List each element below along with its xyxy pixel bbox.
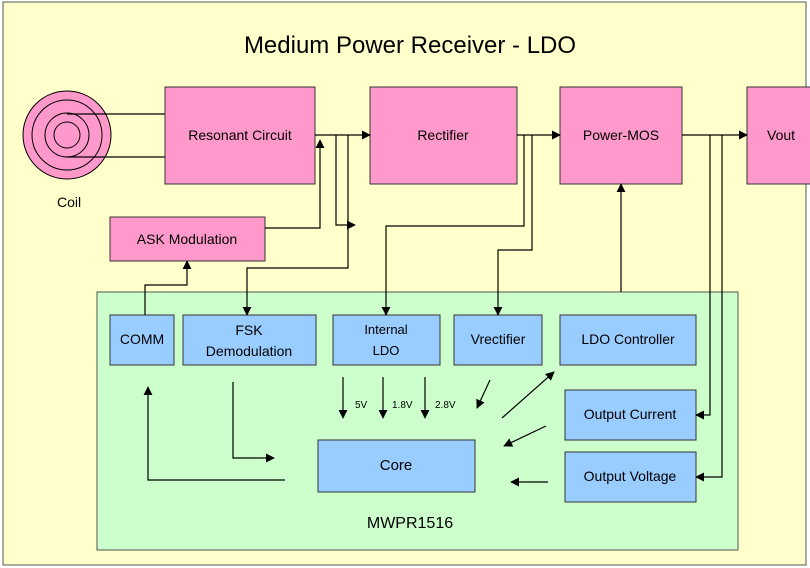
- output-voltage-block: Output Voltage: [564, 451, 697, 503]
- comm-block: COMM: [109, 314, 175, 366]
- svg-text:FSK: FSK: [235, 322, 263, 338]
- wire-ask-to-resonant: [265, 139, 325, 229]
- output-current-block: Output Current: [564, 389, 697, 441]
- wire-node-to-fsk: [242, 135, 349, 316]
- wire-fsk-to-core: [232, 382, 275, 463]
- rectifier-block: Rectifier: [369, 86, 518, 185]
- wire-rectifier-to-vrect: [493, 135, 533, 316]
- internal-ldo-block: Internal LDO: [332, 314, 441, 366]
- coil-label: Coil: [57, 194, 81, 210]
- wire-vout-to-output-current: [695, 135, 711, 420]
- wire-vout-to-output-voltage: [695, 135, 723, 482]
- core-block: Core: [317, 439, 476, 493]
- chip-name: MWPR1516: [367, 515, 453, 532]
- svg-text:Rectifier: Rectifier: [417, 127, 469, 143]
- rail-5v-label: 5V: [355, 400, 368, 411]
- svg-text:Demodulation: Demodulation: [206, 343, 292, 359]
- svg-text:Output Voltage: Output Voltage: [584, 468, 677, 484]
- wire-core-to-comm: [143, 386, 285, 481]
- svg-text:LDO Controller: LDO Controller: [581, 331, 675, 347]
- svg-text:ASK Modulation: ASK Modulation: [137, 231, 237, 247]
- rail-2p8v-label: 2.8V: [435, 400, 456, 411]
- diagram-title: Medium Power Receiver - LDO: [244, 32, 576, 59]
- svg-text:Resonant Circuit: Resonant Circuit: [188, 127, 292, 143]
- ldo-controller-block: LDO Controller: [559, 314, 697, 366]
- svg-text:COMM: COMM: [120, 331, 164, 347]
- power-mos-block: Power-MOS: [559, 86, 683, 185]
- svg-text:Power-MOS: Power-MOS: [583, 127, 659, 143]
- wire-core-to-ldoctrl: [501, 371, 555, 419]
- svg-text:Output Current: Output Current: [584, 406, 677, 422]
- resonant-circuit-block: Resonant Circuit: [164, 86, 316, 185]
- svg-text:Internal: Internal: [364, 322, 407, 337]
- wire-output-current-to-core: [503, 425, 547, 447]
- wire-comm-to-ask: [144, 260, 192, 315]
- wire-resonant-to-fsk: [335, 135, 356, 230]
- wire-vrect-to-core: [476, 379, 491, 409]
- vout-block: Vout: [746, 86, 810, 185]
- wire-rectifier-to-ldo: [381, 135, 525, 316]
- svg-text:Vout: Vout: [767, 127, 795, 143]
- vrectifier-block: Vrectifier: [453, 314, 543, 366]
- fsk-demodulation-block: FSK Demodulation: [182, 314, 317, 366]
- coil-icon: [22, 90, 112, 180]
- svg-text:Core: Core: [380, 457, 413, 474]
- rail-1p8v-label: 1.8V: [392, 400, 413, 411]
- ask-modulation-block: ASK Modulation: [109, 216, 266, 262]
- svg-text:Vrectifier: Vrectifier: [471, 331, 526, 347]
- svg-text:LDO: LDO: [373, 343, 400, 358]
